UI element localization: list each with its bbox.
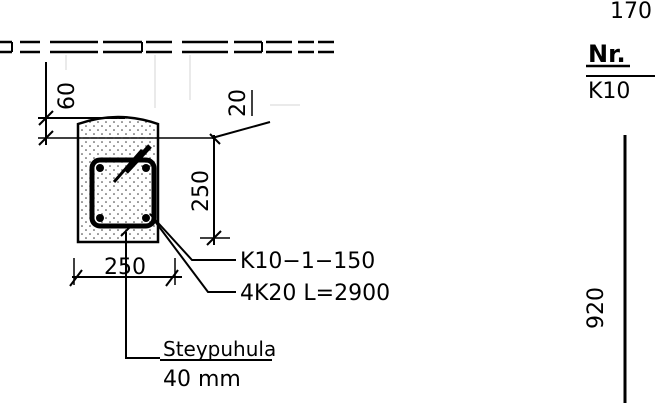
- dim-60-text: 60: [55, 82, 80, 110]
- cover-title: Steypuhula: [163, 337, 276, 361]
- column-section: [76, 115, 160, 244]
- leaders: [120, 213, 236, 359]
- stirrup-label: K10−1−150: [240, 249, 375, 274]
- dim-920-text: 920: [584, 287, 609, 329]
- nr-label: Nr.: [588, 40, 626, 68]
- corner-bar: [142, 164, 150, 172]
- corner-bar: [96, 164, 104, 172]
- dim-20-text: 20: [226, 89, 251, 117]
- stirrup-outline: [89, 157, 157, 229]
- dimension-250-vertical: [200, 135, 230, 246]
- slab-double-line: [0, 40, 334, 54]
- number-top: 170: [610, 0, 652, 24]
- main-bars-label: 4K20 L=2900: [240, 281, 390, 306]
- construction-lines: [65, 55, 300, 108]
- dim-250-vertical-text: 250: [189, 170, 214, 212]
- nr-value: K10: [588, 79, 630, 104]
- corner-bar: [96, 214, 104, 222]
- cover-value: 40 mm: [163, 367, 241, 392]
- corner-bar: [142, 214, 150, 222]
- stirrup-hook: [124, 144, 152, 174]
- bar-mark: [112, 149, 144, 183]
- dimension-20: [209, 121, 271, 145]
